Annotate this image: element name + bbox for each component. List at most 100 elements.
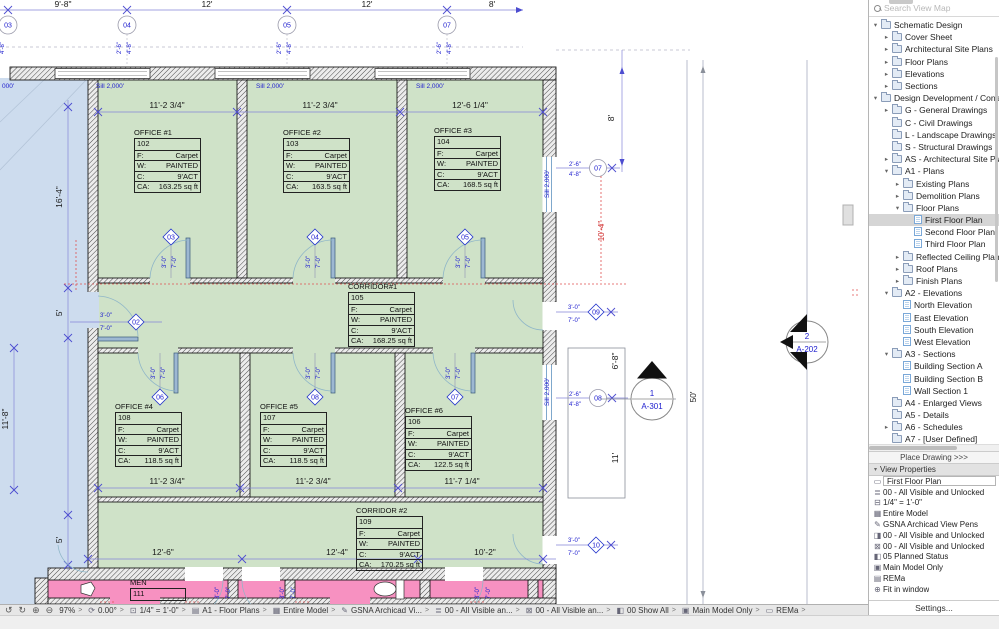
tree-item[interactable]: S - Structural Drawings (869, 140, 999, 153)
tree-item[interactable]: South Elevation (869, 324, 999, 336)
tree-item[interactable]: ▾ Design Development / Construction Do (869, 92, 999, 104)
expander-icon[interactable]: ▾ (873, 22, 878, 30)
window[interactable] (214, 68, 311, 79)
view-properties-header[interactable]: ▾ View Properties (869, 464, 999, 476)
pen-set[interactable]: ✎ GSNA Archicad View Pens (869, 519, 999, 530)
undo-view-button[interactable]: ↺ (5, 604, 13, 615)
room-stamp-office-2[interactable]: OFFICE #2 103 F:Carpet W:PAINTED C:9'ACT… (283, 127, 350, 193)
tree-item[interactable]: Second Floor Plan (869, 226, 999, 238)
tree-item[interactable]: Wall Section 1 (869, 385, 999, 397)
model-view-options[interactable]: ◨ 00 - All Visible and Unlocked (869, 530, 999, 541)
tree-item[interactable]: A7 - [User Defined] (869, 433, 999, 444)
expander-icon[interactable]: ▸ (884, 83, 889, 91)
view-name-field[interactable]: ▭ First Floor Plan (869, 476, 999, 487)
walls[interactable] (9, 66, 557, 604)
window[interactable] (54, 68, 151, 79)
tree-item[interactable]: ▸ Sections (869, 80, 999, 92)
renovation-filter-control[interactable]: ◧00 Show All> (616, 605, 676, 615)
zoom-level-control[interactable]: 97%> (59, 605, 83, 615)
zone-fills[interactable] (0, 77, 543, 604)
layer-combination[interactable]: ≣ 00 - All Visible and Unlocked (869, 487, 999, 498)
tree-item[interactable]: L - Landscape Drawings (869, 128, 999, 141)
tree-item[interactable]: West Elevation (869, 336, 999, 348)
expander-icon[interactable]: ▸ (884, 107, 889, 115)
section-marker-a301[interactable]: 1 A-301 (600, 361, 676, 421)
model-filter-control[interactable]: ▣Main Model Only> (681, 605, 760, 615)
dimension-standard-control[interactable]: ▭REMa> (765, 605, 806, 615)
structure-display-control[interactable]: ▦Entire Model> (272, 605, 336, 615)
graphic-override[interactable]: ⊠ 00 - All Visible and Unlocked (869, 541, 999, 552)
expander-icon[interactable]: ▸ (895, 265, 900, 273)
adjacent-zone[interactable] (0, 78, 88, 604)
tree-item[interactable]: ▸ Cover Sheet (869, 31, 999, 43)
search-input[interactable] (884, 3, 994, 13)
tree-item[interactable]: ▸ G - General Drawings (869, 104, 999, 116)
navigator-settings-button[interactable]: Settings... (869, 600, 999, 615)
tree-item[interactable]: A4 - Enlarged Views (869, 396, 999, 409)
grid-bubbles-top[interactable]: 03 04 05 07 (0, 15, 457, 35)
room-stamp-office-3[interactable]: OFFICE #3 104 F:Carpet W:PAINTED C:9'ACT… (434, 125, 501, 191)
tree-item[interactable]: C - Civil Drawings (869, 116, 999, 129)
layer-combination-control[interactable]: ▤A1 - Floor Plans> (191, 605, 267, 615)
tree-item[interactable]: First Floor Plan (869, 214, 999, 227)
tree-vertical-scrollbar[interactable] (995, 57, 998, 282)
expander-icon[interactable]: ▸ (895, 278, 900, 286)
tree-item[interactable]: Building Section B (869, 372, 999, 384)
doors-row1[interactable]: 03 04 05 3'-0" 7'-0" 3'-0" 7'-0" 3'-0" 7… (149, 228, 486, 279)
door-west[interactable]: 02 3'-0" 7'-0" (70, 295, 162, 342)
zoom-out-button[interactable]: ⊖ (45, 604, 54, 615)
tree-item[interactable]: Building Section A (869, 360, 999, 372)
doors-row2[interactable]: 06 08 07 3'-0" 7'-0" 3'-0" 7'-0" 3'-0" 7… (137, 352, 476, 406)
room-stamp-office-5[interactable]: OFFICE #5 107 F:Carpet W:PAINTED C:9'ACT… (260, 401, 327, 467)
room-stamp-office-4[interactable]: OFFICE #4 108 F:Carpet W:PAINTED C:9'ACT… (115, 401, 182, 467)
expander-icon[interactable]: ▾ (884, 351, 889, 359)
tree-item[interactable]: ▸ Finish Plans (869, 275, 999, 287)
tree-item[interactable]: ▸ Elevations (869, 67, 999, 80)
redo-view-button[interactable]: ↻ (18, 604, 27, 615)
room-stamp-office-1[interactable]: OFFICE #1 102 F:Carpet W:PAINTED C:9'ACT… (134, 127, 201, 193)
window[interactable] (374, 68, 471, 79)
model-view-options-control[interactable]: ≣00 - All Visible an...> (435, 605, 520, 615)
window-bubbles-east[interactable]: 07 2'-6" 4'-8" 08 2'-6" 4'-8" (556, 159, 628, 409)
tree-item[interactable]: North Elevation (869, 299, 999, 311)
expander-icon[interactable]: ▾ (873, 95, 878, 103)
room-stamp-corridor-2[interactable]: CORRIDOR #2 109 F:Carpet W:PAINTED C:9'A… (356, 505, 423, 571)
floor-plan-canvas[interactable]: 9'-8" 12' 12' 8' 03 04 05 07 2'-6" 4'-8" (0, 0, 868, 604)
office-zone[interactable] (98, 80, 543, 568)
section-marker-a202[interactable]: 2 A-202 (780, 60, 829, 604)
tree-item[interactable]: ▾ Schematic Design (869, 19, 999, 31)
scale-control[interactable]: ⊡1/4" = 1'-0"> (129, 605, 186, 615)
restroom-details[interactable]: 3'-0" 7'-0" 3'-0" 7'-0" 3'-0" 7'-0" (80, 579, 492, 604)
tree-item[interactable]: ▸ Roof Plans (869, 262, 999, 275)
dimension-standard[interactable]: ▤ REMa (869, 573, 999, 584)
zoom-setting[interactable]: ⊕ Fit in window (869, 584, 999, 595)
tree-horizontal-scrollbar[interactable] (869, 444, 999, 451)
tree-item[interactable]: ▸ AS - Architectural Site Plans (869, 153, 999, 165)
doors-east[interactable]: 09 3'-0" 7'-0" 10 3'-0" 7'-0" (512, 299, 618, 565)
view-map-search[interactable] (869, 0, 999, 17)
view-scale[interactable]: ⊟ 1/4" = 1'-0" (869, 498, 999, 509)
expander-icon[interactable]: ▾ (884, 290, 889, 298)
expander-icon[interactable]: ▸ (884, 70, 889, 78)
expander-icon[interactable]: ▸ (895, 253, 900, 261)
expander-icon[interactable]: ▸ (884, 424, 889, 432)
tree-item[interactable]: A5 - Details (869, 409, 999, 421)
expander-icon[interactable]: ▸ (884, 46, 889, 54)
tree-item[interactable]: ▸ Existing Plans (869, 177, 999, 189)
zoom-in-button[interactable]: ⊕ (32, 604, 40, 615)
room-stamp-corridor-1[interactable]: CORRIDOR#1 105 F:Carpet W:PAINTED C:9'AC… (348, 281, 415, 347)
tree-item[interactable]: East Elevation (869, 312, 999, 324)
pen-set-control[interactable]: ✎GSNA Archicad Vi...> (341, 605, 430, 615)
room-stamp-men[interactable]: MEN 111 (130, 577, 186, 601)
tree-item[interactable]: ▾ Floor Plans (869, 201, 999, 214)
tree-item[interactable]: ▸ Architectural Site Plans (869, 43, 999, 55)
tree-item[interactable]: ▾ A3 - Sections (869, 348, 999, 360)
tree-item[interactable]: ▸ Demolition Plans (869, 189, 999, 202)
tree-item[interactable]: ▸ Reflected Ceiling Plans (869, 250, 999, 263)
place-drawing-button[interactable]: Place Drawing >>> (869, 451, 999, 464)
expander-icon[interactable]: ▸ (884, 34, 889, 42)
tree-item[interactable]: ▸ Floor Plans (869, 55, 999, 68)
tree-item[interactable]: ▾ A2 - Elevations (869, 287, 999, 299)
floor-plan-viewport[interactable]: 9'-8" 12' 12' 8' 03 04 05 07 2'-6" 4'-8" (0, 0, 868, 604)
expander-icon[interactable]: ▸ (884, 156, 889, 164)
